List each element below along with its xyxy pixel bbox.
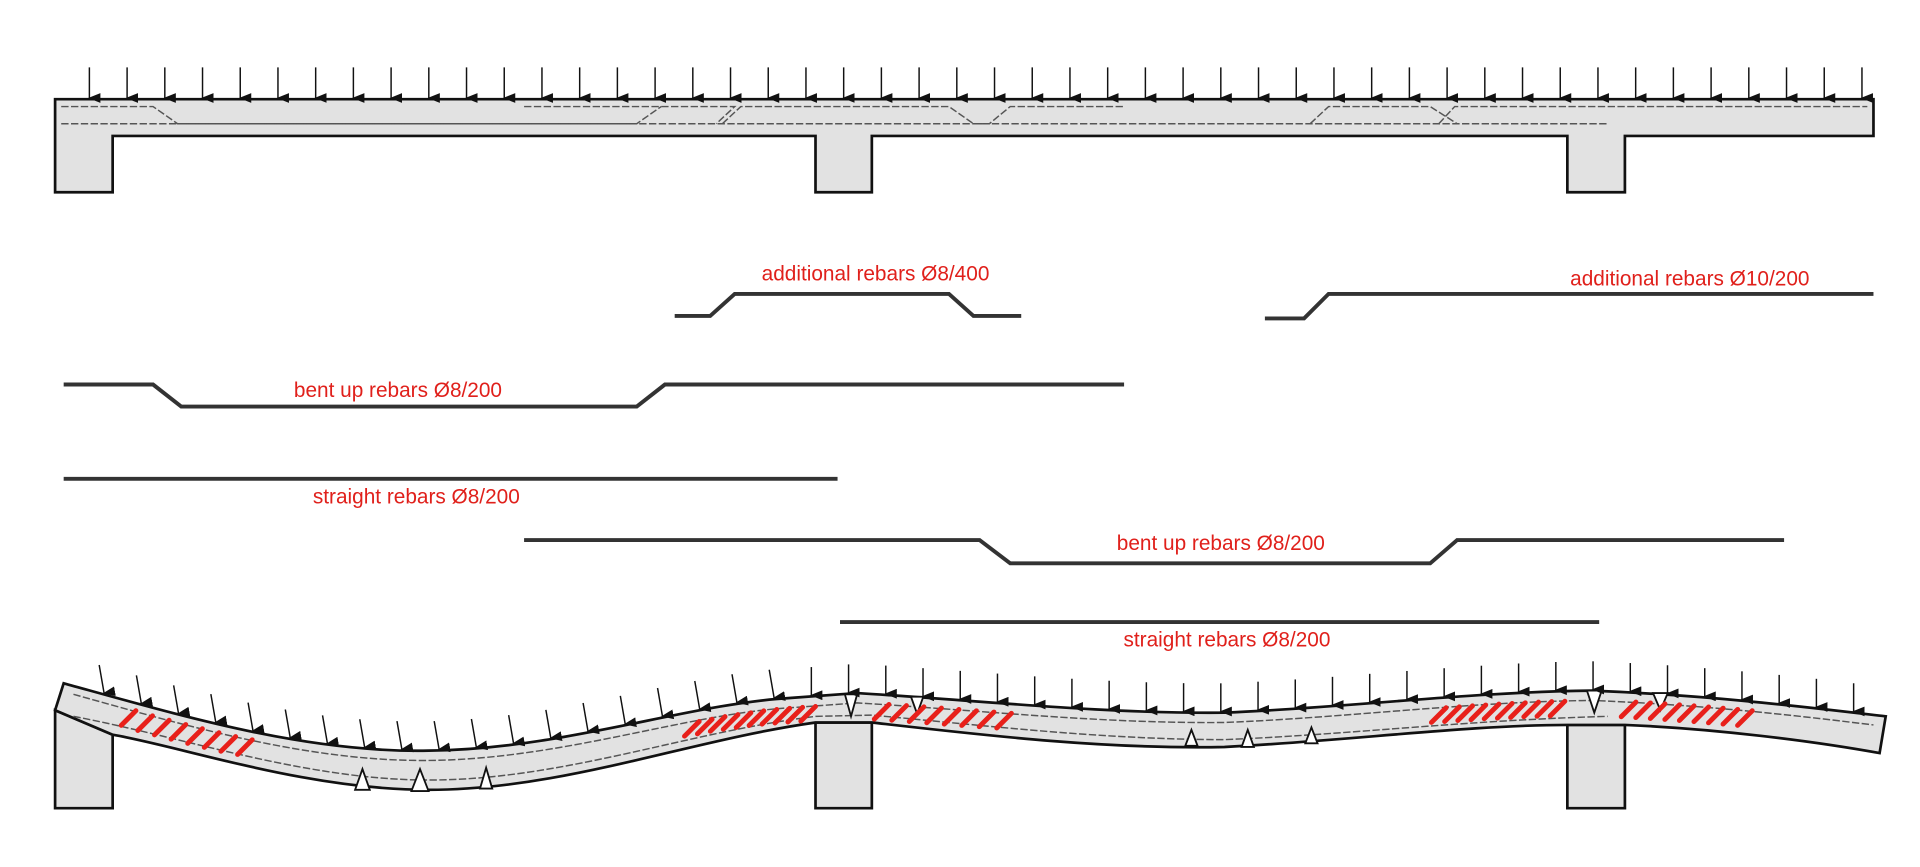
crack-mark <box>759 706 780 727</box>
crack-mark <box>185 726 205 746</box>
crack-mark <box>135 713 155 733</box>
crack-mark <box>1481 701 1502 722</box>
label-bent-up-right: bent up rebars Ø8/200 <box>1117 532 1325 555</box>
crack-mark <box>772 705 793 726</box>
crack-mark <box>1647 701 1668 721</box>
undeformed-beam <box>53 67 1875 194</box>
load-arrow <box>172 685 191 717</box>
crack-mark <box>168 722 189 742</box>
crack-mark <box>1735 708 1755 728</box>
label-additional-8-400: additional rebars Ø8/400 <box>762 262 990 285</box>
load-arrow <box>247 702 265 734</box>
label-bent-up-left: bent up rebars Ø8/200 <box>294 379 502 402</box>
crack-mark <box>1521 699 1541 720</box>
crack-mark <box>694 716 715 737</box>
deformed-beam <box>53 661 1888 810</box>
load-arrow <box>433 720 451 753</box>
load-arrows-deformed <box>98 661 1865 753</box>
crack-mark <box>201 730 222 750</box>
crack-mark <box>1706 705 1726 726</box>
crack-mark <box>941 707 962 727</box>
crack-mark <box>1534 699 1555 719</box>
crack-mark <box>798 703 818 724</box>
crack-mark <box>733 710 754 730</box>
deformed-rebar-bottom <box>73 714 1608 781</box>
deformed-slab <box>53 681 1888 792</box>
load-arrow <box>731 674 749 706</box>
crack-mark <box>785 704 806 725</box>
crack-mark <box>994 710 1014 731</box>
crack-mark <box>1468 702 1489 723</box>
crack-mark <box>1547 698 1568 719</box>
crack-mark <box>1676 703 1697 723</box>
crack-mark <box>889 703 909 723</box>
crack-mark <box>959 708 979 728</box>
crack-mark <box>1662 702 1682 722</box>
mid-column <box>814 721 874 810</box>
crack-mark <box>152 717 172 738</box>
crack-mark <box>746 708 767 728</box>
bar-additional-8-400 <box>674 291 1022 318</box>
load-arrow <box>470 718 489 751</box>
crack-mark <box>1633 700 1653 721</box>
crack-mark <box>1494 700 1515 721</box>
top-rebar-right <box>1309 105 1868 125</box>
load-arrow <box>582 702 600 735</box>
crack-mark <box>1691 704 1712 725</box>
label-straight-right: straight rebars Ø8/200 <box>1123 629 1330 652</box>
crack-mark <box>871 701 892 722</box>
crack-mark <box>1720 706 1741 727</box>
crack-mark <box>1428 705 1449 725</box>
crack-mark <box>218 734 239 754</box>
load-arrow <box>98 664 116 697</box>
load-arrow <box>507 715 526 747</box>
load-arrow <box>768 669 786 701</box>
crack-mark <box>682 719 702 739</box>
crack-mark <box>1618 699 1639 720</box>
load-arrow <box>545 709 563 741</box>
load-arrow <box>210 694 228 726</box>
crack-hatches <box>118 698 1755 757</box>
right-column <box>1566 723 1627 810</box>
load-arrow <box>359 719 377 751</box>
crack-mark <box>924 705 944 726</box>
crack-mark <box>707 714 728 734</box>
crack-mark <box>976 709 997 730</box>
label-additional-10-200: additional rebars Ø10/200 <box>1570 267 1809 290</box>
load-arrow <box>656 687 675 720</box>
crack-mark <box>118 708 139 728</box>
beam-section-undeformed <box>53 97 1875 194</box>
crack-mark <box>1442 704 1462 725</box>
crack-mark <box>1455 703 1475 723</box>
top-rebar-mid <box>524 105 1125 125</box>
load-arrow <box>135 675 154 707</box>
crack-mark <box>720 712 741 732</box>
load-arrow <box>619 695 637 728</box>
load-arrow <box>396 721 414 753</box>
crack-notches <box>353 689 1670 792</box>
load-arrow <box>284 709 302 741</box>
bar-bent-up-left <box>63 382 1125 409</box>
crack-mark <box>1508 700 1528 720</box>
bar-bent-up-right <box>524 538 1785 566</box>
load-arrow <box>321 715 340 747</box>
rebar-schedule: additional rebars Ø8/400 additional reba… <box>63 262 1874 652</box>
bar-additional-10-200 <box>1264 291 1874 321</box>
top-rebar-left <box>61 105 662 125</box>
load-arrow <box>694 680 712 713</box>
crack-mark <box>235 737 255 757</box>
label-straight-left: straight rebars Ø8/200 <box>313 485 520 508</box>
load-arrows-top <box>88 67 1873 103</box>
crack-mark <box>906 704 927 724</box>
